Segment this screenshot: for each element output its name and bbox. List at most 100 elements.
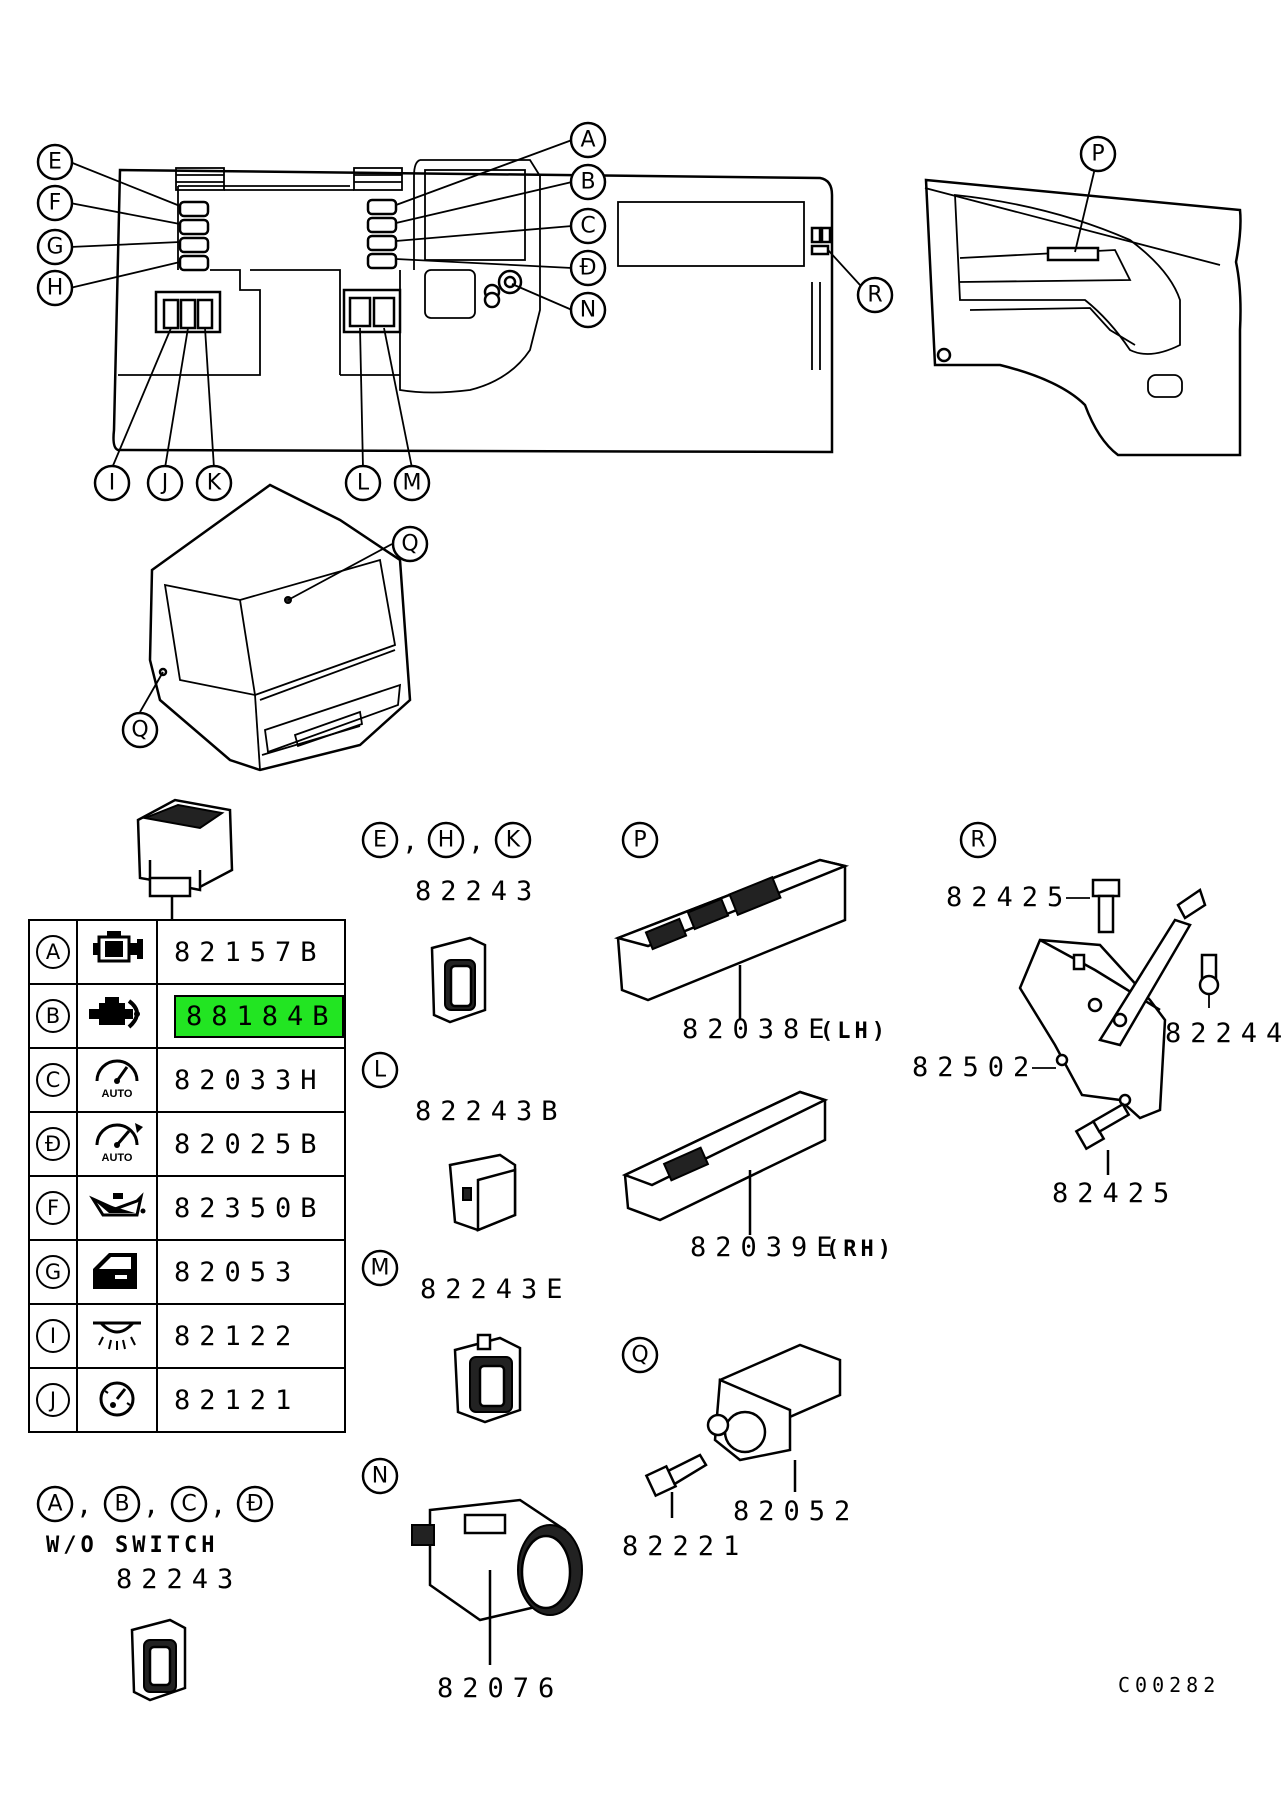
row-key: A — [36, 935, 70, 969]
row-part-number: 82157B — [174, 936, 326, 968]
legend-row-I: I 82122 — [28, 1303, 346, 1369]
svg-text:,: , — [402, 826, 418, 857]
svg-text:F: F — [49, 191, 62, 216]
callout-A: A — [569, 121, 607, 159]
row-icon-cell — [76, 919, 158, 985]
callout-K: K — [195, 464, 233, 502]
callout-C: C — [569, 207, 607, 245]
svg-text:A: A — [580, 128, 595, 153]
lh-tag: (LH) — [820, 1019, 889, 1044]
svg-text:I: I — [109, 471, 116, 496]
svg-text:C: C — [181, 1492, 196, 1517]
section-r: R 82425 82244 82502 82425 — [912, 821, 1283, 1209]
rocker-switch-illustration — [136, 798, 234, 919]
svg-text:,: , — [143, 1490, 159, 1521]
row-icon-cell: AUTO — [76, 1047, 158, 1113]
callout-Q-top: Q — [391, 525, 429, 563]
legend-row-B: B 88184B — [28, 983, 346, 1049]
part-82244: 82244 — [1165, 1018, 1283, 1049]
svg-text:M: M — [371, 1256, 390, 1281]
svg-text:L: L — [374, 1058, 387, 1083]
svg-text:Đ: Đ — [579, 256, 596, 281]
part-82243-abcd: 82243 — [116, 1564, 242, 1595]
svg-text:Đ: Đ — [246, 1492, 263, 1517]
svg-text:C: C — [580, 214, 595, 239]
row-part-number: 82025B — [174, 1128, 326, 1160]
part-82076: 82076 — [437, 1673, 563, 1704]
row-key: J — [36, 1383, 70, 1417]
svg-text:R: R — [867, 283, 882, 308]
legend-row-F: F 82350B — [28, 1175, 346, 1241]
svg-text:K: K — [506, 828, 521, 853]
part-82243E: 82243E — [420, 1274, 572, 1305]
section-ehk: E , H , K 82243 — [361, 821, 541, 1024]
row-key: F — [36, 1191, 70, 1225]
callout-D: Đ — [569, 249, 607, 287]
callout-F: F — [36, 184, 74, 222]
svg-text:P: P — [633, 828, 646, 853]
part-82502: 82502 — [912, 1052, 1038, 1083]
callout-G: G — [36, 228, 74, 266]
svg-text:,: , — [210, 1490, 226, 1521]
section-p: P 82038E (LH) 82039E (RH) — [613, 821, 895, 1263]
svg-text:,: , — [468, 826, 484, 857]
row-icon-cell — [76, 1239, 158, 1305]
callout-J: J — [146, 464, 184, 502]
part-82038E: 82038E — [682, 1014, 834, 1045]
auto-cruise-icon: AUTO — [85, 1059, 149, 1105]
rh-tag: (RH) — [826, 1237, 895, 1262]
speedometer-icon — [85, 1381, 149, 1423]
legend-row-C: C AUTO 82033H — [28, 1047, 346, 1113]
row-icon-cell — [76, 1303, 158, 1369]
row-key: C — [36, 1063, 70, 1097]
section-m: M 82243E — [361, 1249, 572, 1424]
row-part-number: 82122 — [174, 1320, 301, 1352]
svg-text:E: E — [48, 150, 62, 175]
svg-text:AUTO: AUTO — [102, 1152, 133, 1164]
legend-row-Đ: Đ AUTO 82025B — [28, 1111, 346, 1177]
legend-row-J: J 82121 — [28, 1367, 346, 1433]
row-part-number: 82033H — [174, 1064, 326, 1096]
part-82221: 82221 — [622, 1531, 748, 1562]
svg-text:K: K — [207, 471, 222, 496]
svg-text:P: P — [1091, 142, 1104, 167]
svg-text:M: M — [403, 471, 422, 496]
svg-text:J: J — [160, 471, 169, 496]
callout-B: B — [569, 163, 607, 201]
svg-text:A: A — [47, 1492, 62, 1517]
part-82039E: 82039E — [690, 1232, 842, 1263]
callout-L: L — [344, 464, 382, 502]
svg-text:Q: Q — [401, 532, 418, 557]
row-icon-cell: AUTO — [76, 1111, 158, 1177]
engine-brake-icon — [85, 931, 149, 975]
row-icon-cell — [76, 1175, 158, 1241]
row-icon-cell — [76, 1367, 158, 1433]
callout-H: H — [36, 269, 74, 307]
row-key: B — [36, 999, 70, 1033]
callout-E: E — [36, 143, 74, 181]
drawing-code: C00282 — [1118, 1673, 1220, 1697]
row-part-number: 82053 — [174, 1256, 301, 1288]
part-82243-ehk: 82243 — [415, 876, 541, 907]
legend-row-G: G 82053 — [28, 1239, 346, 1305]
svg-text:H: H — [47, 276, 64, 301]
svg-text:,: , — [76, 1490, 92, 1521]
callout-Q-side: Q — [121, 711, 159, 749]
oil-can-icon — [85, 1192, 149, 1231]
legend-row-A: A 82157B — [28, 919, 346, 985]
section-q: Q 82052 82221 — [621, 1336, 850, 1562]
switch-legend-table: A 82157B B 88184B C AUTO 82033H Đ AUTO 8… — [28, 919, 346, 1433]
room-lamp-icon — [85, 1321, 149, 1359]
svg-text:L: L — [357, 471, 370, 496]
row-key: Đ — [36, 1127, 70, 1161]
exhaust-brake-icon — [85, 997, 149, 1039]
svg-text:H: H — [438, 828, 455, 853]
svg-text:AUTO: AUTO — [102, 1088, 133, 1100]
callout-P: P — [1079, 135, 1117, 173]
row-part-number: 82350B — [174, 1192, 326, 1224]
section-l: L 82243B — [361, 1051, 558, 1232]
section-n: N 82076 — [361, 1457, 583, 1704]
svg-text:N: N — [580, 298, 596, 323]
part-82425-top: 82425 — [946, 882, 1072, 913]
without-switch-note: W/O SWITCH — [46, 1533, 218, 1558]
